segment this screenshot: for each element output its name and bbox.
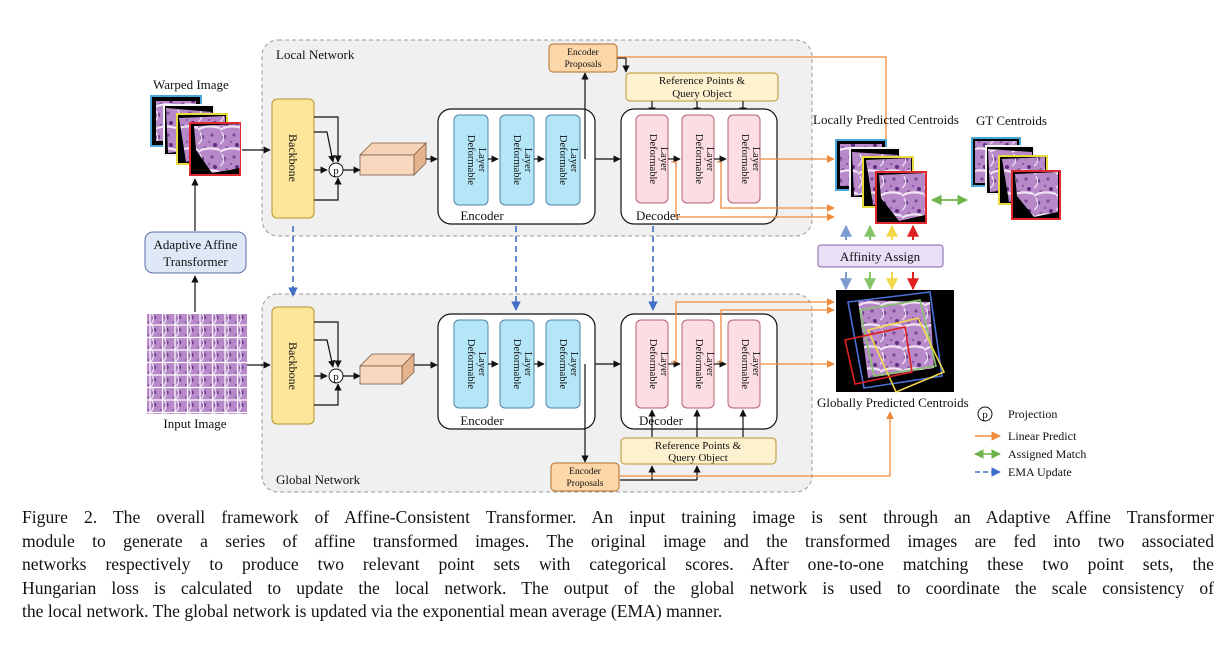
global-reference-label-1: Reference Points & <box>655 440 742 452</box>
local-encoder-proposals-label-1: Encoder <box>567 48 599 58</box>
local-backbone <box>271 98 315 219</box>
warped-image-stack <box>150 95 241 176</box>
global-backbone <box>271 306 315 425</box>
local-backbone-label: Backbone <box>286 134 300 182</box>
svg-text:Deformable: Deformable <box>647 134 658 184</box>
local-decoder-layers: Deformable Layer Deformable Layer Deform… <box>635 114 761 204</box>
adaptive-affine-transformer <box>144 231 247 274</box>
svg-text:Layer: Layer <box>704 352 715 377</box>
svg-text:Layer: Layer <box>568 352 579 377</box>
local-reference-label-1: Reference Points & <box>659 75 746 87</box>
global-reference-points <box>620 437 777 465</box>
affinity-assign-box <box>817 244 944 268</box>
input-image <box>147 314 247 414</box>
svg-text:Deformable: Deformable <box>511 135 522 185</box>
local-encoder-layers: Deformable Layer Deformable Layer Deform… <box>453 114 581 206</box>
warped-image-label: Warped Image <box>153 77 229 92</box>
local-predicted-stack <box>835 139 927 224</box>
legend-assigned-match-label: Assigned Match <box>1008 447 1086 461</box>
figure-caption: Figure 2. The overall framework of Affin… <box>22 506 1214 624</box>
svg-text:Layer: Layer <box>750 352 761 377</box>
global-projection-symbol: p <box>333 371 339 383</box>
svg-text:Deformable: Deformable <box>557 135 568 185</box>
global-predicted-image <box>836 290 954 394</box>
gt-centroids-label: GT Centroids <box>976 113 1047 128</box>
local-predicted-label: Locally Predicted Centroids <box>813 112 959 127</box>
global-network-label: Global Network <box>276 472 361 487</box>
adaptive-affine-label-2: Transformer <box>163 254 228 269</box>
svg-text:Deformable: Deformable <box>739 134 750 184</box>
legend-projection-glyph: p <box>982 409 988 421</box>
caption-line-3: networks respectively to produce two rel… <box>22 554 1214 574</box>
affinity-assign-label: Affinity Assign <box>840 249 921 264</box>
legend-projection-symbol <box>977 406 993 422</box>
svg-text:Layer: Layer <box>658 147 669 172</box>
local-network-label: Local Network <box>276 47 355 62</box>
svg-text:Layer: Layer <box>568 148 579 173</box>
svg-text:Deformable: Deformable <box>465 135 476 185</box>
svg-text:Layer: Layer <box>750 147 761 172</box>
global-encoder-proposals-label-2: Proposals <box>567 479 604 489</box>
svg-text:Deformable: Deformable <box>693 339 704 389</box>
legend-linear-predict-label: Linear Predict <box>1008 429 1077 443</box>
svg-text:Deformable: Deformable <box>739 339 750 389</box>
global-predicted-label: Globally Predicted Centroids <box>817 395 969 410</box>
global-reference-label-2: Query Object <box>668 452 728 464</box>
svg-text:Deformable: Deformable <box>693 134 704 184</box>
local-projection-symbol: p <box>333 165 339 177</box>
global-encoder-proposals <box>550 462 620 492</box>
svg-text:Deformable: Deformable <box>465 339 476 389</box>
svg-text:Layer: Layer <box>522 352 533 377</box>
global-encoder-layers: Deformable Layer Deformable Layer Deform… <box>453 319 581 409</box>
svg-text:Layer: Layer <box>704 147 715 172</box>
local-reference-points <box>625 72 779 102</box>
global-token-embedding <box>359 353 415 385</box>
svg-text:Layer: Layer <box>476 148 487 173</box>
svg-text:Layer: Layer <box>522 148 533 173</box>
svg-text:Deformable: Deformable <box>647 339 658 389</box>
local-decoder-label: Decoder <box>636 208 681 223</box>
svg-text:Deformable: Deformable <box>511 339 522 389</box>
global-encoder-label: Encoder <box>460 413 504 428</box>
global-decoder-layers: Deformable Layer Deformable Layer Deform… <box>635 319 761 409</box>
gt-centroids-stack <box>971 137 1061 220</box>
local-encoder-proposals-label-2: Proposals <box>565 60 602 70</box>
adaptive-affine-label-1: Adaptive Affine <box>154 237 238 252</box>
svg-text:Layer: Layer <box>658 352 669 377</box>
svg-text:Layer: Layer <box>476 352 487 377</box>
svg-text:Deformable: Deformable <box>557 339 568 389</box>
legend-projection-label: Projection <box>1008 407 1057 421</box>
local-encoder-label: Encoder <box>460 208 504 223</box>
legend: p Projection Linear Predict Assigned Mat… <box>974 406 1086 479</box>
input-image-label: Input Image <box>163 416 226 431</box>
legend-ema-update-label: EMA Update <box>1008 465 1072 479</box>
caption-line-4: Hungarian loss is calculated to update t… <box>22 577 1214 598</box>
local-reference-label-2: Query Object <box>672 88 732 100</box>
framework-diagram: Local Network Global Network Warped Imag… <box>144 39 1086 493</box>
caption-line-1: Figure 2. The overall framework of Affin… <box>22 507 1214 527</box>
caption-line-2: module to generate a series of affine tr… <box>22 530 1214 551</box>
local-token-embedding <box>359 142 427 176</box>
global-backbone-label: Backbone <box>286 342 300 390</box>
global-encoder-proposals-label-1: Encoder <box>569 467 601 477</box>
global-decoder-label: Decoder <box>639 413 684 428</box>
caption-line-5: the local network. The global network is… <box>22 601 723 621</box>
